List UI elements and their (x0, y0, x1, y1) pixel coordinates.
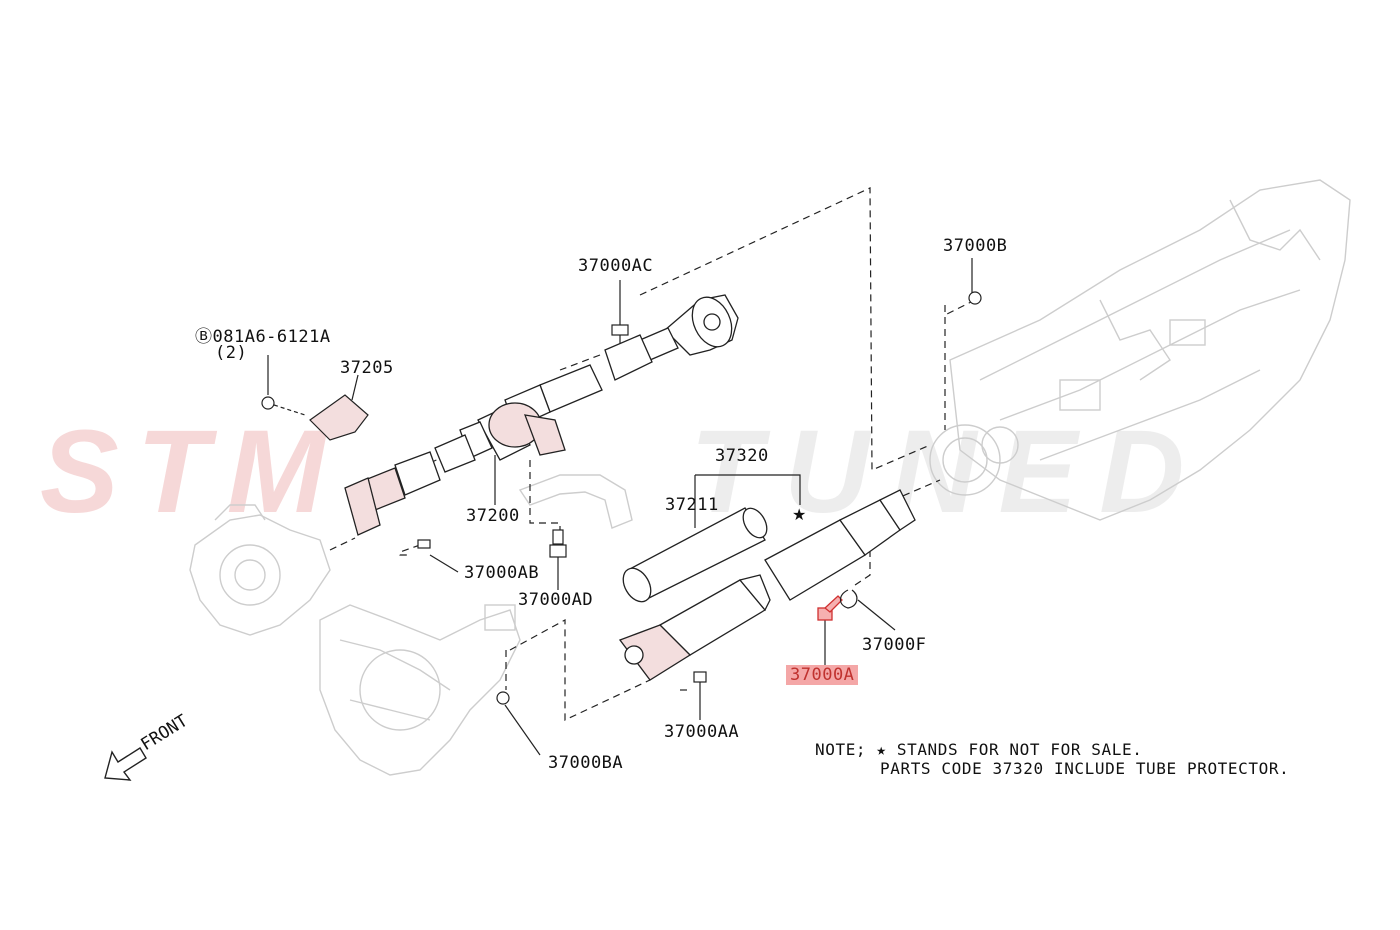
bolt-37000AD (549, 529, 567, 558)
label-37000B: 37000B (943, 236, 1008, 256)
front-arrow-icon (104, 747, 147, 781)
label-37000AC: 37000AC (578, 256, 654, 276)
ghost-transmission-front (319, 604, 521, 776)
clip-37000F (839, 589, 858, 609)
rear-propeller-coupling (604, 294, 739, 381)
label-37205: 37205 (340, 358, 394, 378)
label-37000F: 37000F (862, 635, 927, 655)
label-081A6-qty: (2) (215, 343, 248, 363)
watermark-tuned: TUNED (690, 406, 1206, 538)
watermark-stm: STM (40, 406, 343, 538)
label-37211: 37211 (665, 495, 719, 515)
tube-protector-37211 (622, 507, 768, 603)
label-37000AD: 37000AD (518, 590, 594, 610)
bolt-37000A-highlighted (817, 595, 843, 621)
label-37200: 37200 (466, 506, 520, 526)
star-marker: ★ (792, 505, 806, 524)
ghost-bracket (518, 474, 633, 529)
label-37000AB: 37000AB (464, 563, 540, 583)
nut-37000BA (496, 691, 510, 705)
ghost-transmission-rear (929, 179, 1351, 521)
front-propeller-shaft-37200 (344, 364, 603, 536)
label-37000A-highlighted: 37000A (786, 665, 859, 685)
nut-37000B (968, 291, 982, 305)
bolt-37000AB (417, 539, 431, 549)
leader-lines (267, 258, 973, 756)
bolt-37000AA (693, 671, 707, 683)
label-37000AA: 37000AA (664, 722, 740, 742)
label-37000BA: 37000BA (548, 753, 624, 773)
note-line-1: NOTE; ★ STANDS FOR NOT FOR SALE. (815, 740, 1143, 759)
rear-propeller-shaft-37320 (618, 489, 916, 681)
bracket-37205 (261, 394, 369, 441)
label-081A6-6121A: Ⓑ081A6-6121A (195, 327, 331, 347)
label-37320: 37320 (715, 446, 769, 466)
ghost-front-differential (189, 504, 331, 636)
watermark-logo: STM TUNED (40, 406, 1206, 538)
note-line-2: PARTS CODE 37320 INCLUDE TUBE PROTECTOR. (880, 759, 1290, 778)
